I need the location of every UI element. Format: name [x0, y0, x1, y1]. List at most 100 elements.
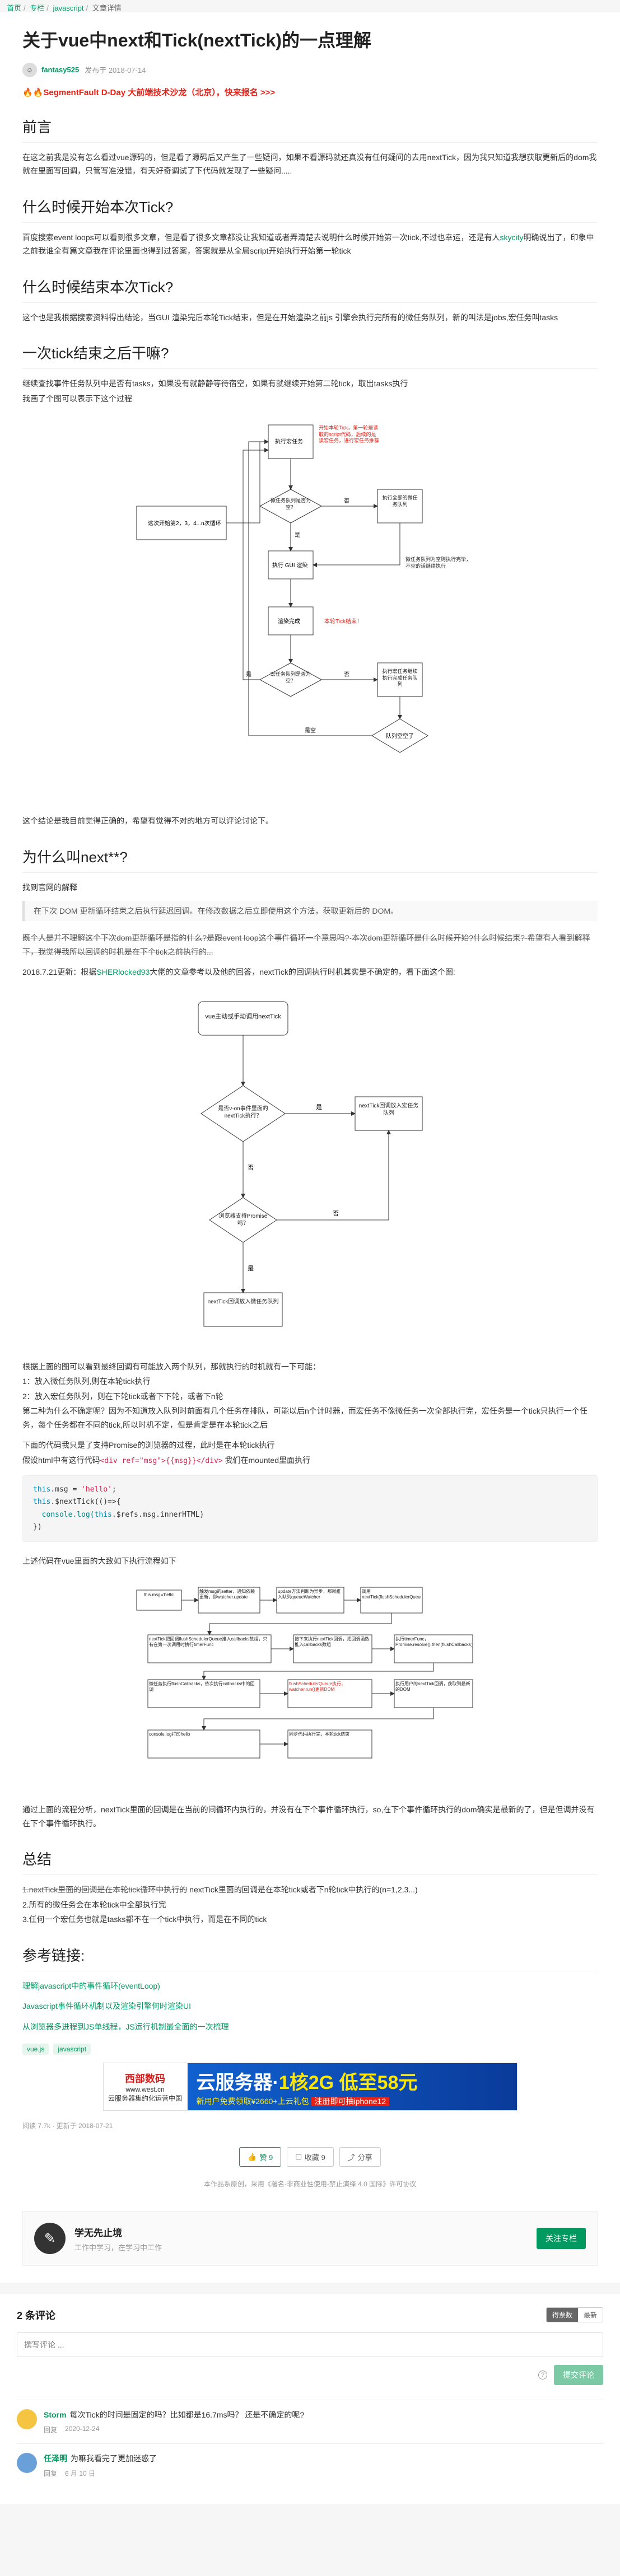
ad-subline: 新用户免费领取¥2660+上云礼包 注册即可抽iphone12 [197, 2096, 517, 2107]
breadcrumb-home[interactable]: 首页 [7, 4, 22, 12]
paragraph: 百度搜索event loops可以看到很多文章，但是看了很多文章都没让我知道或者… [22, 232, 594, 256]
diagram-label: this.msg='hello' [143, 1592, 174, 1598]
diagram-label: 执行用户的nextTick回调，获取到最新的DOM [395, 1681, 470, 1693]
comment-sort: 得票数 最新 [546, 2307, 603, 2323]
diagram-label: nextTick把回调flushSchedulerQueue推入callback… [148, 1637, 267, 1648]
diagram-label: 否 [333, 1210, 339, 1217]
diagram-label: 宏任务队列是否为空？ [270, 671, 311, 684]
avatar[interactable] [17, 2409, 37, 2430]
comment-date: 6 月 10 日 [65, 2470, 96, 2478]
comment-input[interactable] [17, 2332, 603, 2358]
paragraph: 上述代码在vue里面的大致如下执行流程如下 [22, 1556, 176, 1565]
help-icon[interactable]: ? [538, 2371, 547, 2380]
section-title: 为什么叫next**? [22, 846, 598, 873]
vue-nexttick-process-diagram: this.msg='hello' 触发msg的setter，通知依赖更新，即wa… [22, 1579, 598, 1792]
breadcrumb-current: 文章详情 [92, 4, 122, 12]
follow-column-button[interactable]: 关注专栏 [537, 2228, 586, 2250]
diagram-label: update方法判断为异步，那就推入队列queueWatcher [277, 1589, 341, 1600]
diagram-label: 同步代码执行完，本轮tick结束 [288, 1732, 349, 1737]
column-desc: 工作中学习，在学习中工作 [74, 2243, 162, 2252]
paragraph: 2.所有的微任务会在本轮tick中全部执行完 [22, 1900, 166, 1909]
section-title: 什么时候结束本次Tick? [22, 276, 598, 303]
paragraph: 我画了个图可以表示下这个过程 [22, 394, 132, 403]
license-note: 本作品系原创，采用《署名-非商业性使用-禁止演绎 4.0 国际》许可协议 [203, 2180, 417, 2189]
diagram-label: 是 [295, 532, 300, 539]
comments-section: 2 条评论 得票数 最新 ? 提交评论 Storm每次Tick的时间是固定的吗？… [0, 2294, 620, 2504]
paragraph: 下面的代码我只是了支持Promise的浏览器的过程，此时是在本轮tick执行 [22, 1441, 275, 1450]
column-author-card: ✎ 学无先止境 工作中学习，在学习中工作 关注专栏 [22, 2211, 598, 2266]
avatar[interactable]: ☺ [22, 62, 37, 77]
diagram-label: 调用nextTick(flushSchedulerQueue) [361, 1589, 421, 1600]
skycity-link[interactable]: skycity [500, 232, 524, 242]
ad-logo: 西部数码 www.west.cn 云服务器集约化运营中国 [103, 2063, 188, 2111]
section-title: 总结 [22, 1848, 598, 1876]
diagram-label: 否 [344, 498, 349, 504]
paragraph: 在这之前我是没有怎么看过vue源码的，但是看了源码后又产生了一些疑问，如果不看源… [22, 152, 597, 176]
event-loop-diagram: 这次开始第2，3，4...n次循环 执行宏任务 开始本轮Tick，第一轮是读取的… [22, 417, 598, 803]
diagram-label: 微任务队列是否为空？ [270, 498, 311, 510]
diagram-label: 执行timerFunc，Promise.resolve().then(flush… [395, 1637, 472, 1648]
reference-link[interactable]: 从浏览器多进程到JS单线程，JS运行机制最全面的一次梳理 [22, 2022, 229, 2031]
diagram-label: 触发msg的setter，通知依赖更新，即watcher.update [199, 1589, 255, 1600]
section-title: 什么时候开始本次Tick? [22, 196, 598, 223]
nexttick-flow-diagram: vue主动或手动调用nextTick 是否v-on事件里面的nextTick执行… [22, 990, 598, 1349]
paragraph: 第二种为什么不确定呢？因为不知道放入队列时前面有几个任务在排队，可能以后n个计时… [22, 1406, 588, 1429]
sort-by-newest[interactable]: 最新 [583, 2311, 597, 2320]
tag-vuejs[interactable]: vue.js [22, 2044, 49, 2055]
feather-icon: ✎ [44, 2231, 56, 2246]
paragraph: 假设html中有这行代码<div ref="msg">{{msg}}</div>… [22, 1455, 310, 1465]
paragraph: 1：放入微任务队列,则在本轮tick执行 [22, 1377, 151, 1386]
paragraph: 通过上面的流程分析，nextTick里面的回调是在当前的间循环内执行的，并没有在… [22, 1805, 595, 1828]
comment-date: 2020-12-24 [65, 2425, 100, 2433]
diagram-label: 是 [246, 671, 251, 678]
section-title: 前言 [22, 116, 598, 143]
paragraph: 继续查找事件任务队列中是否有tasks，如果没有就静静等待宿空，如果有就继续开始… [22, 379, 408, 389]
diagram-label: console.log打印hello [148, 1732, 190, 1737]
page-title: 关于vue中next和Tick(nextTick)的一点理解 [22, 30, 371, 50]
bookmark-icon: ☐ [295, 2152, 302, 2161]
sherlocked-link[interactable]: SHERlocked93 [96, 967, 150, 977]
share-button[interactable]: ⤴分享 [339, 2147, 381, 2167]
reply-button[interactable]: 回复 [44, 2470, 58, 2478]
diagram-label: 渲染完成 [278, 618, 300, 625]
submit-comment-button[interactable]: 提交评论 [554, 2365, 603, 2386]
like-button[interactable]: 👍赞 9 [239, 2147, 282, 2167]
paragraph: 这个也是我根据搜索资料得出结论，当GUI 渲染完后本轮Tick结束，但是在开始渲… [22, 312, 558, 322]
comment-text: 为嘛我看完了更加迷惑了 [71, 2454, 157, 2463]
collect-button[interactable]: ☐收藏 9 [287, 2147, 334, 2167]
code-block: this.msg = 'hello'; this.$nextTick(()=>{… [22, 1475, 598, 1542]
ad-banner[interactable]: 西部数码 www.west.cn 云服务器集约化运营中国 云服务器·1核2G 低… [102, 2063, 518, 2111]
tag-javascript[interactable]: javascript [53, 2044, 91, 2055]
diagram-label: 执行宏任务继续执行完成任务队列 [381, 668, 417, 688]
diagram-label: 微任务执行flushCallbacks，依次执行callbacks中的回调 [148, 1681, 254, 1693]
paragraph: 这个结论是我目前觉得正确的，希望有觉得不对的地方可以评论讨论下。 [22, 816, 273, 826]
author-link[interactable]: fantasy525 [41, 66, 80, 74]
diagram-label: 执行宏任务 [275, 438, 303, 445]
column-avatar[interactable]: ✎ [34, 2223, 66, 2255]
paragraph: 根据上面的图可以看到最终回调有可能放入两个队列，那就执行的时机就有一下可能： [22, 1362, 320, 1371]
promo-link[interactable]: 🔥🔥SegmentFault D-Day 大前端技术沙龙（北京），快来报名 >>… [22, 87, 276, 97]
paragraph: 3.任何一个宏任务也就是tasks都不在一个tick中执行，而是在不同的tick [22, 1915, 267, 1924]
avatar[interactable] [17, 2453, 37, 2474]
article-actions: 👍赞 9 ☐收藏 9 ⤴分享 [22, 2147, 598, 2167]
paragraph: 既个人是并不理解这个下次dom更新循环是指的什么?是跟event loop这个事… [22, 933, 590, 956]
diagram-label: 接下来执行nextTick回调，把回调函数推入callbacks数组 [294, 1637, 370, 1648]
reference-link[interactable]: 理解javascript中的事件循环(eventLoop) [22, 1981, 160, 1990]
share-icon: ⤴ [347, 2153, 355, 2162]
paragraph: 2：放入宏任务队列，则在下轮tick或者下下轮，或者下n轮 [22, 1391, 223, 1401]
comment-user[interactable]: Storm [44, 2410, 67, 2420]
diagram-label: 是否v-on事件里面的nextTick执行？ [217, 1105, 268, 1119]
comment-user[interactable]: 任泽明 [44, 2454, 67, 2463]
reply-button[interactable]: 回复 [44, 2426, 58, 2434]
sort-by-votes[interactable]: 得票数 [546, 2308, 578, 2322]
article-meta: ☺ fantasy525 发布于 2018-07-14 [22, 62, 598, 77]
diagram-label: 执行 GUI 渲染 [272, 562, 307, 569]
breadcrumb-category[interactable]: javascript [53, 4, 84, 12]
breadcrumb: 首页/ 专栏/ javascript/ 文章详情 [0, 0, 620, 12]
diagram-note: 开始本轮Tick，第一轮是读取的script代码，后续的是读宏任务，进行宏任务推… [318, 425, 379, 444]
reference-link[interactable]: Javascript事件循环机制以及渲染引擎何时渲染UI [22, 2002, 192, 2011]
column-name[interactable]: 学无先止境 [74, 2227, 122, 2238]
diagram-label: 队列空空了 [386, 732, 414, 740]
paragraph: 2018.7.21更新：根据SHERlocked93大佬的文章参考以及他的回答，… [22, 967, 455, 977]
breadcrumb-column[interactable]: 专栏 [30, 4, 45, 12]
